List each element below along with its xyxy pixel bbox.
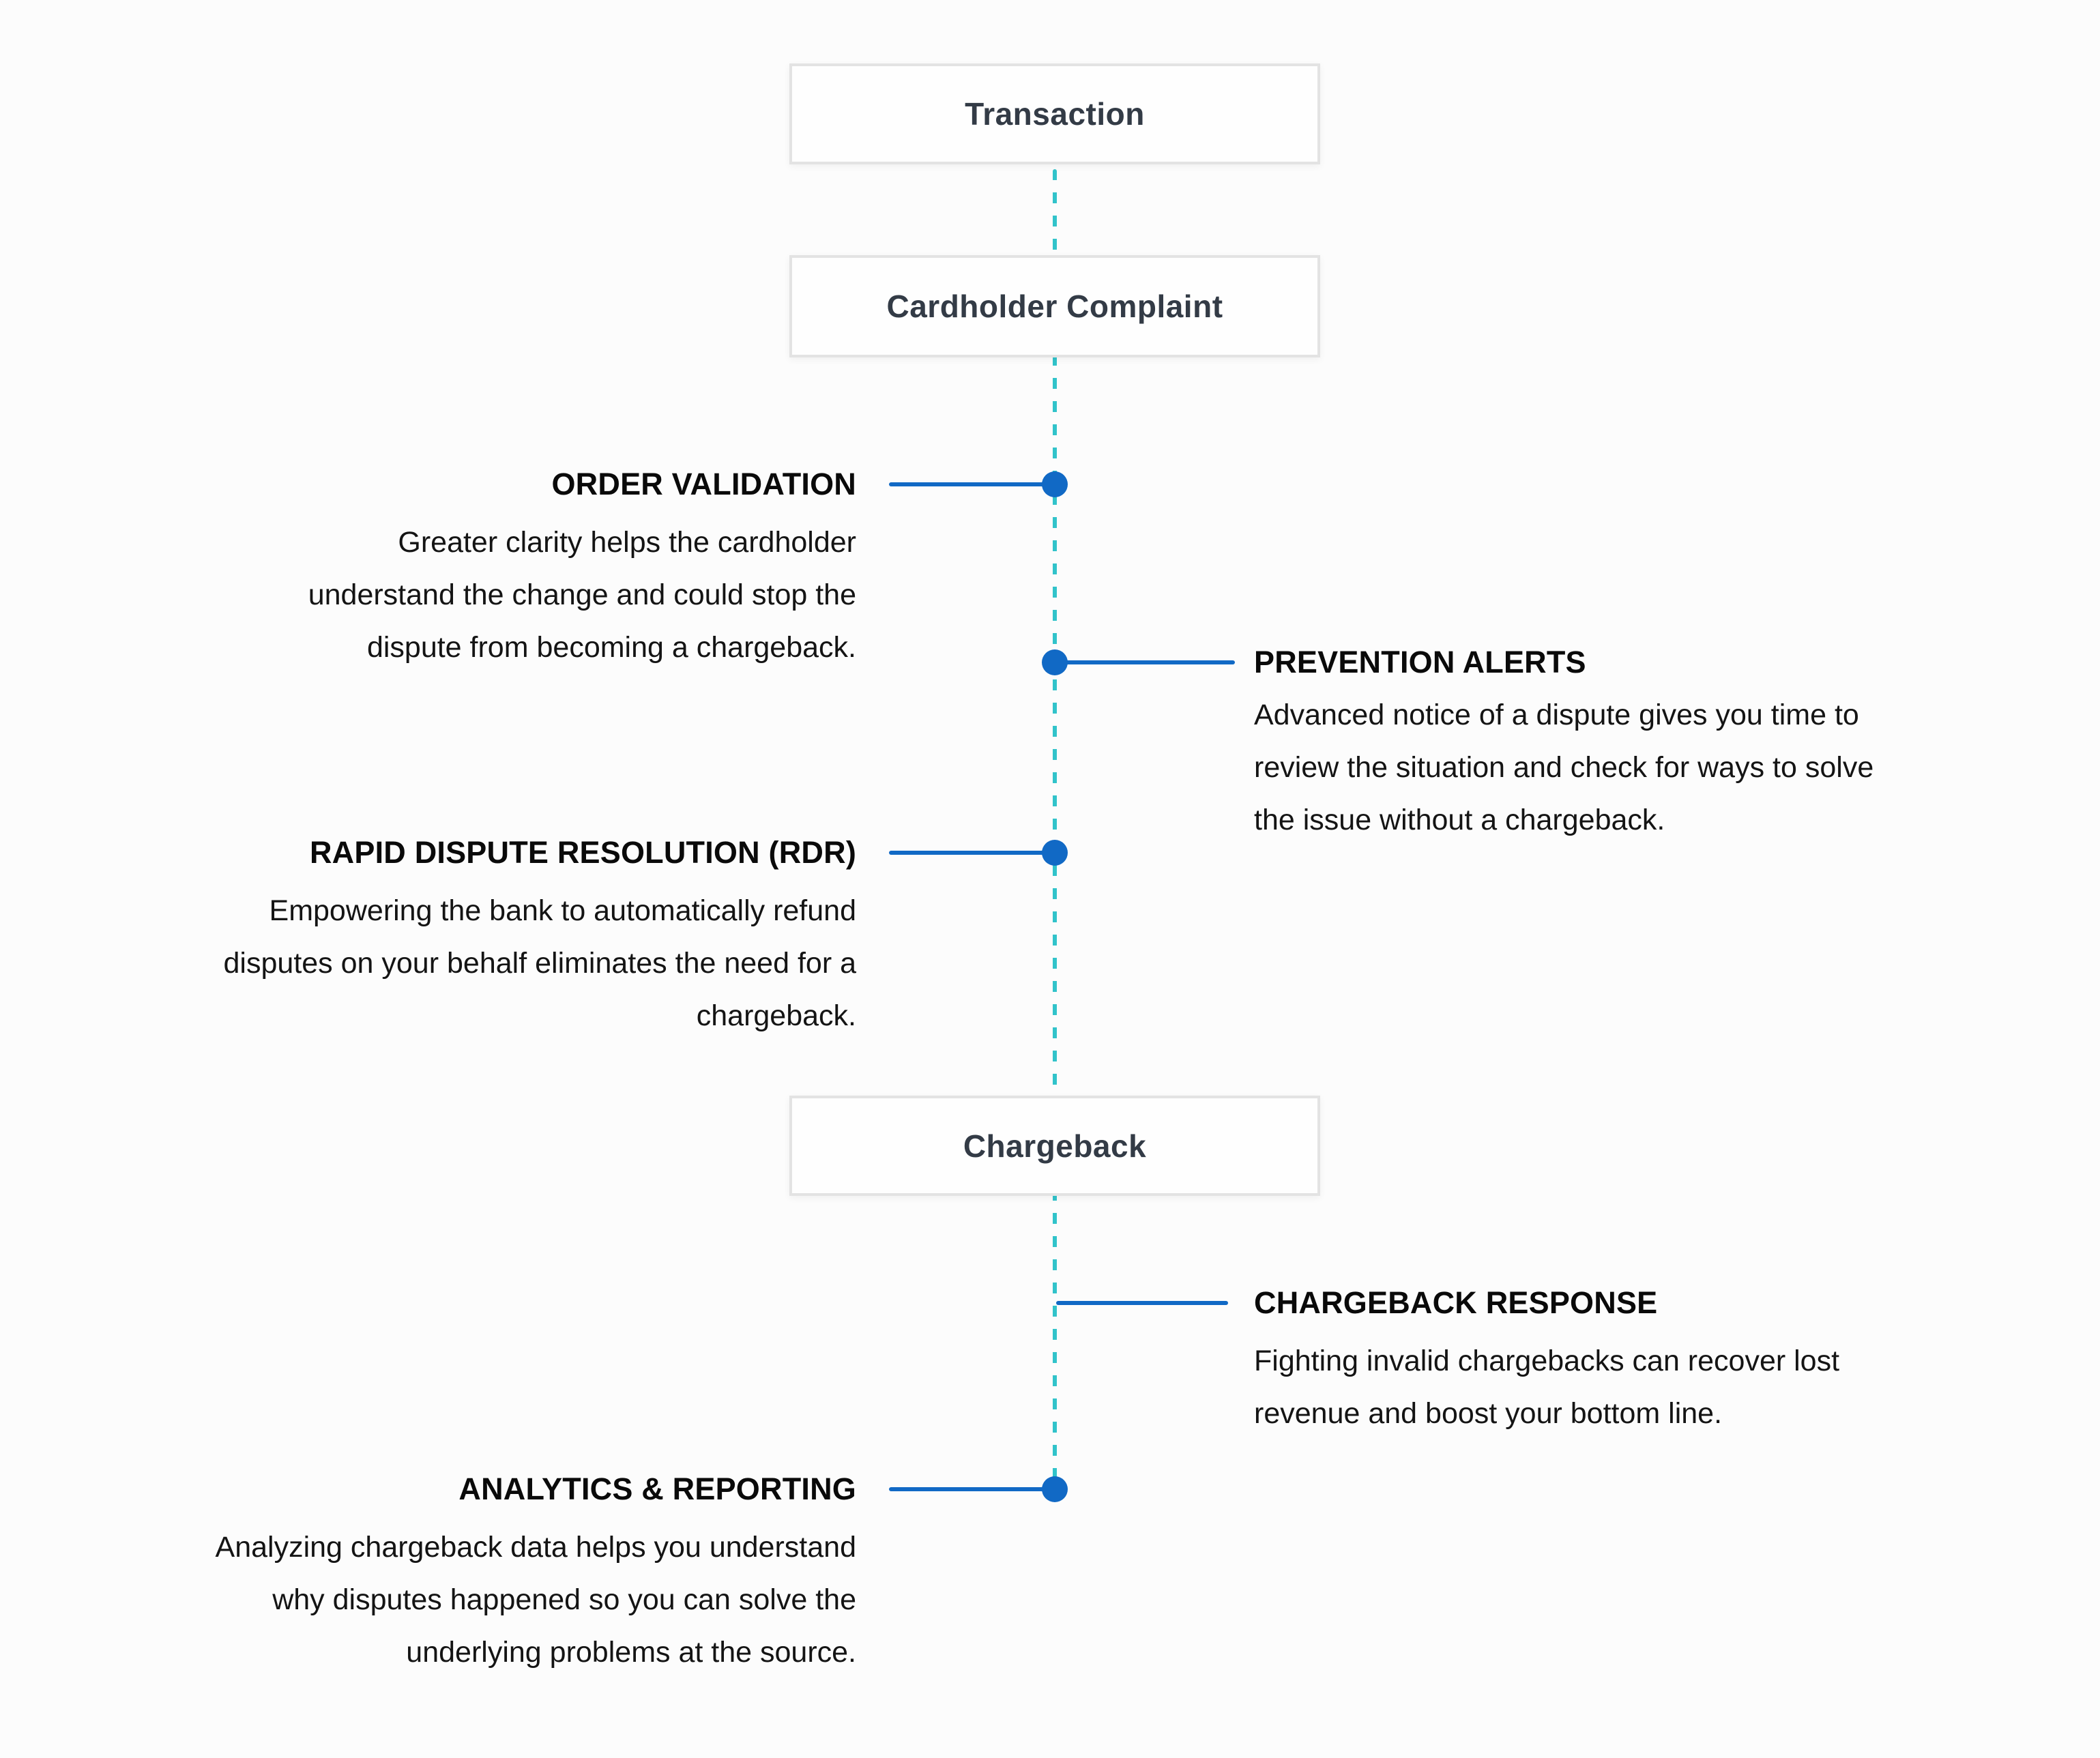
- stage-box-transaction: Transaction: [789, 63, 1320, 164]
- stage-label-transaction: Transaction: [965, 96, 1145, 132]
- connector-line-rapid-dispute-resolution: [889, 851, 1055, 855]
- timeline-dashed-line: [1053, 169, 1057, 1489]
- description-line: disputes on your behalf eliminates the n…: [223, 947, 856, 980]
- description-line: revenue and boost your bottom line.: [1254, 1397, 1723, 1430]
- connector-line-analytics-reporting: [889, 1487, 1055, 1491]
- description-line: dispute from becoming a chargeback.: [366, 631, 856, 664]
- description-line: chargeback.: [696, 999, 856, 1032]
- description-line: review the situation and check for ways …: [1254, 751, 1874, 784]
- stage-label-chargeback: Chargeback: [963, 1128, 1147, 1164]
- milestone-title-analytics-reporting: ANALYTICS & REPORTING: [458, 1471, 856, 1506]
- milestone-description-analytics-reporting: Analyzing chargeback data helps you unde…: [188, 1521, 856, 1679]
- description-line: Analyzing chargeback data helps you unde…: [215, 1531, 856, 1564]
- milestone-title-rapid-dispute-resolution: RAPID DISPUTE RESOLUTION (RDR): [309, 835, 856, 870]
- connector-line-order-validation: [889, 482, 1055, 486]
- connector-line-chargeback-response: [1056, 1301, 1228, 1305]
- stage-box-cardholder-complaint: Cardholder Complaint: [789, 255, 1320, 357]
- milestone-title-prevention-alerts: PREVENTION ALERTS: [1254, 645, 1586, 679]
- milestone-description-order-validation: Greater clarity helps the cardholder und…: [188, 516, 856, 674]
- description-line: why disputes happened so you can solve t…: [272, 1583, 856, 1616]
- timeline-dot-analytics-reporting: [1042, 1476, 1068, 1502]
- milestone-description-chargeback-response: Fighting invalid chargebacks can recover…: [1254, 1335, 2039, 1440]
- timeline-dot-rapid-dispute-resolution: [1042, 840, 1068, 866]
- timeline-dot-prevention-alerts: [1042, 649, 1068, 675]
- description-line: understand the change and could stop the: [308, 578, 856, 611]
- milestone-title-chargeback-response: CHARGEBACK RESPONSE: [1254, 1285, 1658, 1320]
- description-line: Fighting invalid chargebacks can recover…: [1254, 1345, 1840, 1377]
- milestone-title-order-validation: ORDER VALIDATION: [551, 467, 856, 501]
- description-line: underlying problems at the source.: [406, 1636, 856, 1669]
- stage-label-cardholder-complaint: Cardholder Complaint: [886, 289, 1223, 324]
- description-line: Greater clarity helps the cardholder: [398, 526, 856, 559]
- description-line: Empowering the bank to automatically ref…: [269, 894, 856, 927]
- milestone-description-prevention-alerts: Advanced notice of a dispute gives you t…: [1254, 689, 2039, 847]
- timeline-dot-order-validation: [1042, 471, 1068, 497]
- description-line: the issue without a chargeback.: [1254, 804, 1665, 836]
- description-line: Advanced notice of a dispute gives you t…: [1254, 699, 1859, 731]
- milestone-description-rapid-dispute-resolution: Empowering the bank to automatically ref…: [188, 885, 856, 1042]
- stage-box-chargeback: Chargeback: [789, 1096, 1320, 1196]
- connector-line-prevention-alerts: [1055, 660, 1235, 664]
